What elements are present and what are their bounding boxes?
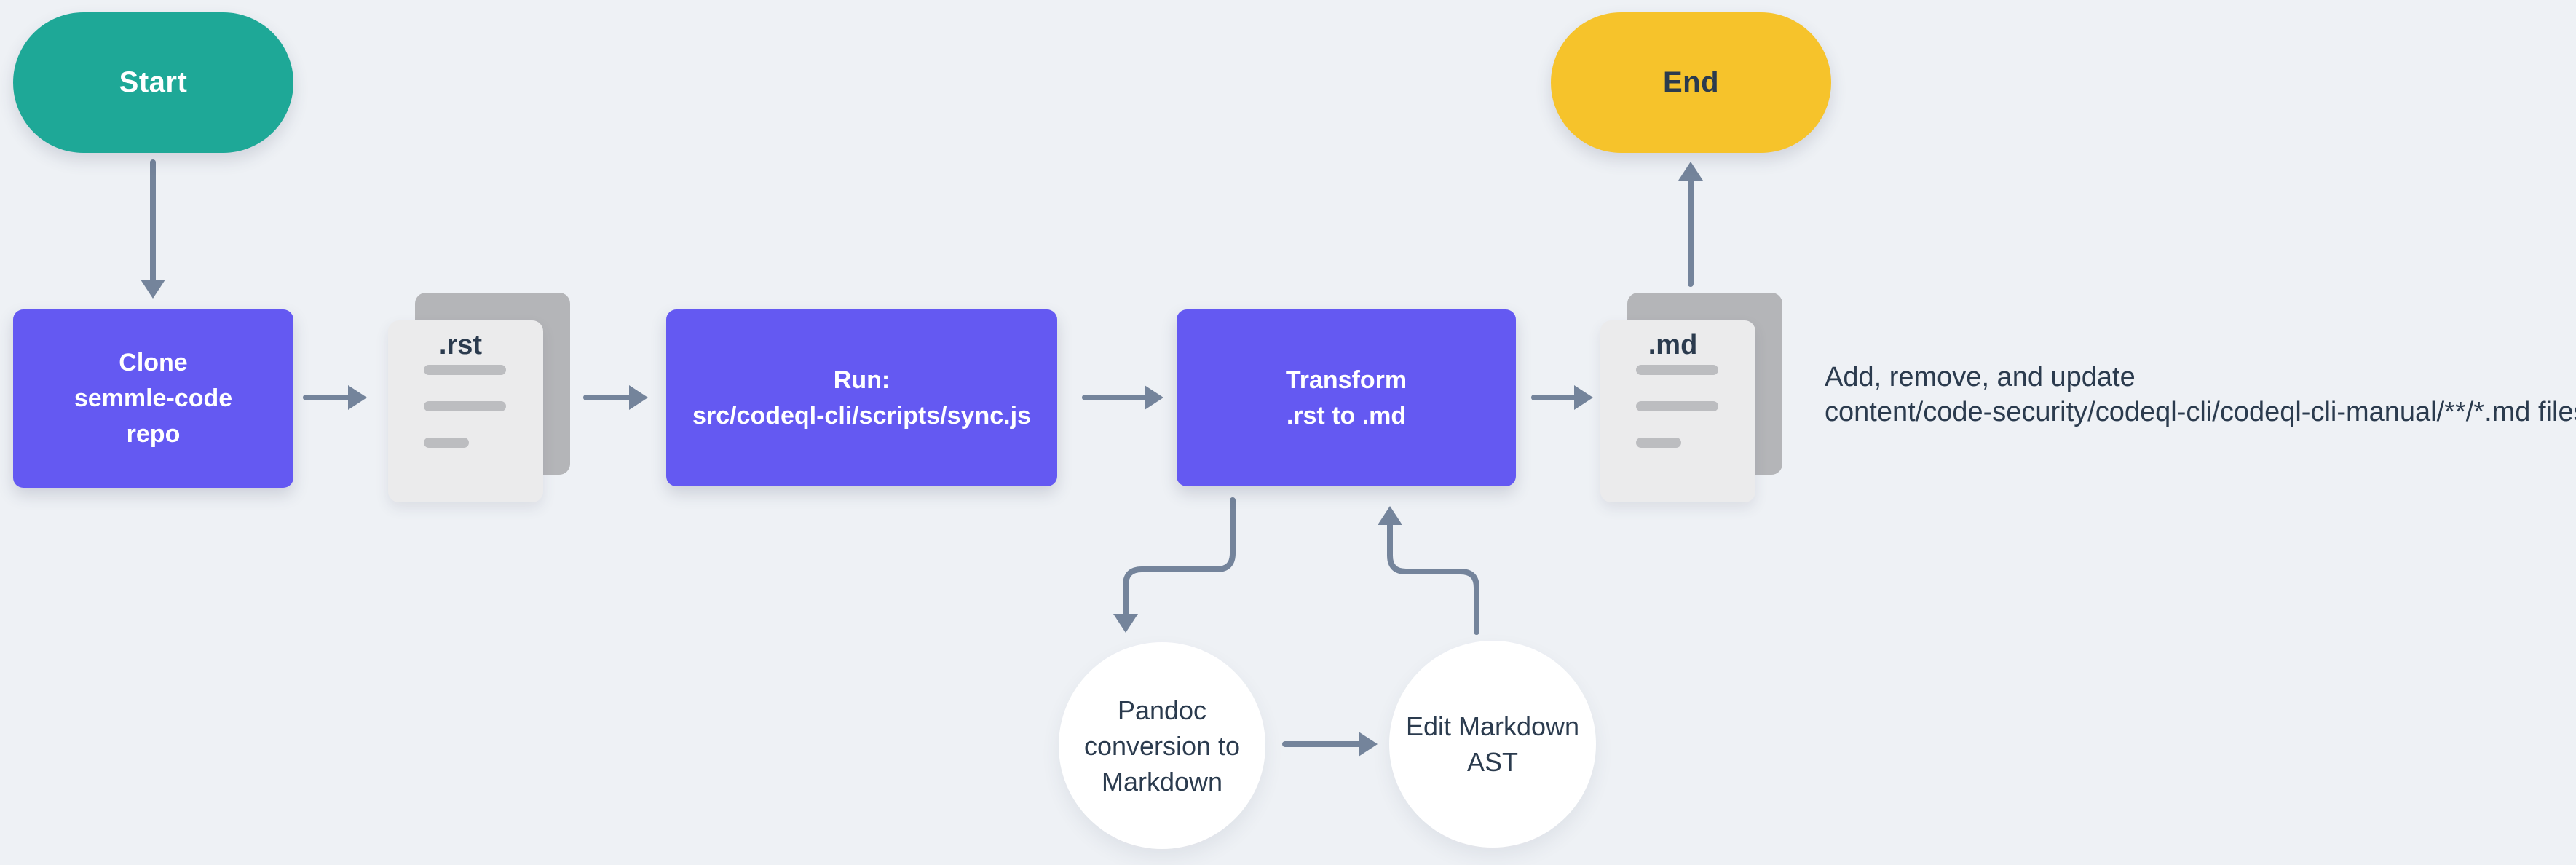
start-label: Start bbox=[119, 66, 188, 98]
node-transform-rst-to-md: Transform .rst to .md bbox=[1177, 309, 1516, 486]
arrowhead-transform-to-pandoc-icon bbox=[1113, 614, 1138, 633]
curve-transform-to-pandoc bbox=[1123, 497, 1236, 617]
transform-line-1: Transform bbox=[1285, 366, 1407, 394]
arrowhead-clone-to-rst-icon bbox=[348, 385, 367, 410]
run-line-1: Run: bbox=[833, 366, 890, 394]
clone-line-1: Clone bbox=[119, 349, 188, 376]
node-run-sync-script: Run: src/codeql-cli/scripts/sync.js bbox=[666, 309, 1057, 486]
md-file-label: .md bbox=[1648, 330, 1698, 360]
node-edit-markdown-ast: Edit Markdown AST bbox=[1389, 641, 1596, 848]
arrowhead-edit-to-transform-icon bbox=[1378, 506, 1402, 525]
text-line-icon bbox=[424, 438, 469, 448]
document-front-sheet-icon: .rst bbox=[388, 320, 543, 502]
arrowhead-pandoc-to-edit-icon bbox=[1359, 732, 1378, 757]
arrowhead-run-to-transform-icon bbox=[1145, 385, 1163, 410]
edit-ast-line-2: AST bbox=[1466, 747, 1518, 777]
arrowhead-md-to-end-icon bbox=[1678, 162, 1703, 181]
pandoc-line-2: conversion to bbox=[1083, 730, 1241, 761]
text-line-icon bbox=[1636, 438, 1681, 448]
run-line-2: src/codeql-cli/scripts/sync.js bbox=[692, 401, 1031, 430]
node-end: End bbox=[1551, 12, 1831, 153]
pandoc-line-3: Markdown bbox=[1101, 766, 1223, 797]
md-files-icon: .md bbox=[1600, 293, 1782, 502]
text-line-icon bbox=[424, 365, 506, 375]
clone-line-2: semmle-code bbox=[74, 384, 233, 412]
node-pandoc-conversion: Pandoc conversion to Markdown bbox=[1059, 642, 1265, 849]
clone-line-3: repo bbox=[126, 420, 181, 448]
edit-ast-line-1: Edit Markdown bbox=[1405, 711, 1580, 741]
annotation-line-2: content/code-security/codeql-cli/codeql-… bbox=[1825, 397, 2576, 427]
text-line-icon bbox=[424, 401, 506, 411]
pandoc-line-1: Pandoc bbox=[1117, 695, 1207, 725]
node-clone-semmle-code-repo: Clone semmle-code repo bbox=[13, 309, 293, 488]
arrowhead-transform-to-md-icon bbox=[1574, 385, 1593, 410]
annotation-md-files-note: Add, remove, and update content/code-sec… bbox=[1825, 360, 2576, 430]
rst-file-label: .rst bbox=[438, 330, 483, 360]
text-line-icon bbox=[1636, 365, 1718, 375]
arrowhead-rst-to-run-icon bbox=[629, 385, 648, 410]
document-front-sheet-icon: .md bbox=[1600, 320, 1755, 502]
transform-line-2: .rst to .md bbox=[1286, 401, 1407, 430]
node-start: Start bbox=[13, 12, 293, 153]
curve-edit-to-transform bbox=[1387, 522, 1479, 635]
end-label: End bbox=[1662, 66, 1720, 98]
rst-files-icon: .rst bbox=[388, 293, 570, 502]
text-line-icon bbox=[1636, 401, 1718, 411]
annotation-line-1: Add, remove, and update bbox=[1825, 362, 2136, 392]
arrowhead-start-to-clone-icon bbox=[141, 280, 165, 299]
